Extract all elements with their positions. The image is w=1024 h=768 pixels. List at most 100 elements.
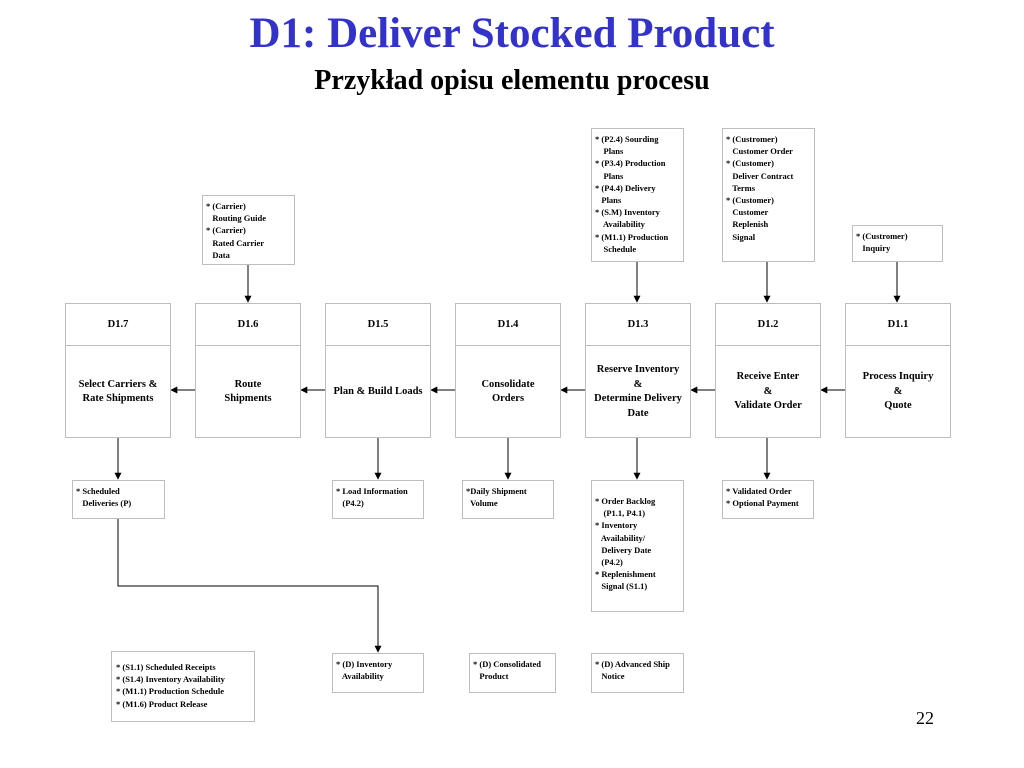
text-line: Inquiry [856, 243, 891, 254]
text-line: & [763, 385, 773, 397]
text-line: * (S1.4) Inventory Availability [116, 674, 225, 685]
input-note-d1-1: * (Custromer) Inquiry [852, 225, 943, 262]
text-line: * Scheduled [76, 486, 120, 496]
text-line: * (M1.1) Production [595, 231, 669, 242]
slide-subtitle: Przykład opisu elementu procesu [314, 65, 710, 96]
text-line: * (M1.6) Product Release [116, 698, 208, 709]
text-line: * Replenishment [595, 569, 656, 580]
input-note-d1-2: * (Custromer) Customer Order* (Customer)… [722, 128, 815, 262]
process-name: Receive Enter & Validate Order [716, 346, 820, 438]
text-line: Schedule [595, 243, 637, 254]
text-line: *Daily Shipment [466, 486, 527, 496]
text-line: * (Customer) [726, 195, 774, 206]
text-line: Quote [884, 400, 912, 412]
text-line: * Order Backlog [595, 496, 656, 506]
process-d1-2: D1.2 Receive Enter & Validate Order [715, 303, 821, 438]
text-line: Signal [726, 231, 756, 242]
input-note-d1-3: * (P2.4) Sourding Plans* (P3.4) Producti… [591, 128, 684, 262]
process-d1-3: D1.3 Reserve Inventory&Determine Deliver… [585, 303, 691, 438]
text-line: * (P2.4) Sourding [595, 134, 659, 144]
note-scheduled-receipts: * (S1.1) Scheduled Receipts * (S1.4) Inve… [111, 651, 255, 722]
text-line: * Optional Payment [726, 498, 799, 509]
process-d1-7: D1.7 Select Carriers & Rate Shipments [65, 303, 171, 438]
process-d1-5: D1.5 Plan & Build Loads [325, 303, 431, 438]
text-line: Signal (S1.1) [595, 581, 648, 592]
slide-title: D1: Deliver Stocked Product [249, 10, 775, 57]
text-line: Determine Delivery [594, 393, 682, 404]
note-advanced-ship-notice: * (D) Advanced Ship Notice [591, 653, 684, 693]
text-line: Process Inquiry [862, 371, 934, 383]
arrow-scheduled-to-inventory [117, 519, 382, 653]
text-line: * Load Information [336, 486, 408, 496]
output-note-d1-5: * Load Information (P4.2) [332, 480, 424, 519]
text-line: * (D) Consolidated [473, 659, 542, 669]
text-line: Orders [491, 393, 525, 404]
text-line: Plans [595, 170, 624, 181]
text-line: * (P3.4) Production [595, 158, 666, 169]
text-line: Select Carriers & [78, 378, 158, 390]
text-line: & [893, 385, 903, 397]
text-line: Plans [595, 195, 622, 206]
text-line: Availability/ [595, 532, 646, 543]
process-d1-1: D1.1 Process Inquiry & Quote [845, 303, 951, 438]
text-line: Delivery Date [595, 544, 652, 555]
text-line: Plan & Build Loads [333, 385, 423, 397]
text-line: * Validated Order [726, 486, 792, 496]
text-line: * (Carrier) [206, 225, 246, 236]
text-line: * (Customer) [726, 158, 774, 169]
text-line: Customer [726, 207, 769, 218]
output-note-d1-3: * Order Backlog (P1.1, P4.1)* Inventory … [591, 480, 684, 612]
text-line: * Inventory [595, 520, 638, 531]
text-line: (P4.2) [595, 557, 623, 568]
text-line: * (D) Advanced Ship [595, 659, 670, 669]
text-line: Receive Enter [736, 371, 800, 383]
process-code: D1.3 [586, 304, 690, 346]
text-line: * (P4.4) Delivery [595, 182, 656, 193]
text-line: Rate Shipments [82, 393, 154, 404]
text-line: & [633, 378, 643, 390]
process-code: D1.4 [456, 304, 560, 346]
text-line: Date [627, 407, 649, 419]
text-line: Notice [595, 671, 625, 682]
text-line: Product [473, 671, 509, 682]
text-line: * (M1.1) Production Schedule [116, 686, 224, 697]
text-line: Rated Carrier [206, 237, 265, 248]
text-line: Terms [726, 182, 756, 193]
text-line: Deliver Contract [726, 170, 794, 181]
text-line: * (Custromer) [856, 231, 908, 241]
process-code: D1.2 [716, 304, 820, 346]
process-name: Select Carriers & Rate Shipments [66, 346, 170, 438]
text-line: Routing Guide [206, 213, 266, 224]
text-line: Data [206, 249, 230, 260]
process-name: Plan & Build Loads [326, 346, 430, 438]
text-line: Route [234, 378, 262, 390]
text-line: * (Custromer) [726, 134, 778, 144]
text-line: * (S1.1) Scheduled Receipts [116, 662, 216, 672]
process-name: Process Inquiry & Quote [846, 346, 950, 438]
note-consolidated-product: * (D) Consolidated Product [469, 653, 556, 693]
text-line: Replenish [726, 219, 769, 230]
text-line: Volume [466, 498, 498, 509]
text-line: (P4.2) [336, 498, 364, 509]
process-code: D1.1 [846, 304, 950, 346]
text-line: Consolidate [481, 378, 535, 390]
text-line: Availability [595, 219, 645, 230]
note-inventory-availability: * (D) Inventory Availability [332, 653, 424, 693]
process-code: D1.7 [66, 304, 170, 346]
output-note-d1-7: * Scheduled Deliveries (P) [72, 480, 165, 519]
page-number: 22 [916, 708, 934, 728]
output-note-d1-2: * Validated Order * Optional Payment [722, 480, 814, 519]
output-note-d1-4: *Daily Shipment Volume [462, 480, 554, 519]
input-note-d1-6: * (Carrier) Routing Guide* (Carrier) Rat… [202, 195, 295, 265]
text-line: Shipments [224, 393, 272, 404]
text-line: * (Carrier) [206, 201, 246, 211]
text-line: Availability [336, 671, 384, 682]
text-line: Validate Order [734, 400, 802, 412]
process-code: D1.5 [326, 304, 430, 346]
